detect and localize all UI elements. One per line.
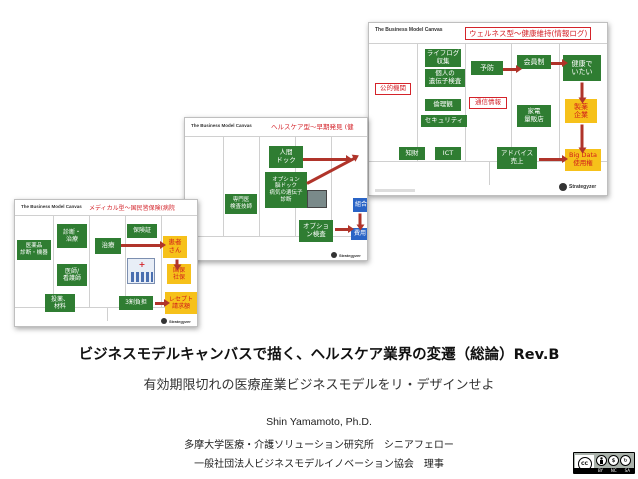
cc-icon-block: cc [575,455,594,472]
box-personal-data: 個人の 遺伝子検査 [425,69,465,87]
canvas-healthcare: The Business Model Canvas ヘルスケア型〜早期発見 (健… [184,117,368,261]
grid-line [223,136,224,236]
logo-text: Strategyzer [569,184,597,190]
box-cost: 費用 [351,228,367,240]
cc-label-sa: SA [624,468,630,473]
author-affiliation-2: 一般社団法人ビジネスモデルイノベーション協会 理事 [194,459,444,470]
box-ethics: 倫理観 [425,99,461,111]
flow-arrow [580,124,584,149]
grid-line [369,43,607,44]
canvas-footer [375,189,415,192]
box-membership: 会員制 [517,55,551,69]
strategyzer-logo: Strategyzer [161,318,191,324]
grid-line [15,307,197,308]
canvas-medical: The Business Model Canvas メディカル型〜国民皆保険(病… [14,199,198,327]
grid-line [417,43,418,161]
box-comm-info: 通信情報 [469,97,507,109]
box-ict: ICT [435,147,461,160]
canvas-tag: メディカル型〜国民皆保険(病院 [89,203,175,212]
box-security: セキュリティ [421,115,467,127]
box-pharma: 製薬 企業 [565,99,597,123]
box-public-org: 公的機関 [375,83,411,95]
flow-arrow [580,82,584,99]
canvas-wellness: The Business Model Canvas ウェルネス型〜健康維持(情報… [368,22,608,196]
strategyzer-icon [331,252,337,258]
grid-line [89,215,90,307]
grid-line [511,43,512,161]
grid-line [53,215,54,307]
logo-text: Strategyzer [169,318,191,324]
cc-label-nc: NC [610,468,617,473]
flow-arrow [539,155,568,163]
share-alike-icon: ↻ [620,455,631,466]
box-receipt: レセプト 請求額 [165,292,197,314]
box-specialist: 専門医 検査技師 [225,194,257,214]
grid-line [489,161,490,185]
box-home-store: 家電 量販店 [517,105,551,127]
cc-license-badge: cc $ ↻ BY NC SA [573,452,635,474]
box-ip: 知財 [399,147,425,160]
logo-text: Strategyzer [339,252,361,258]
cc-label-by: BY [597,468,603,473]
grid-line [15,215,197,216]
strategyzer-icon [559,183,567,191]
slide-title: ビジネスモデルキャンバスで描く、ヘルスケア業界の変遷（総論）Rev.B [78,347,560,363]
strategyzer-logo: Strategyzer [559,183,596,191]
flow-arrow [551,59,568,67]
slide-subtitle: 有効期限切れの医療産業ビジネスモデルをリ・デザインせよ [143,378,495,393]
box-option-dock: オプション 脳ドック 病気の遺伝子 診断 [265,172,307,208]
canvas-tag: ウェルネス型〜健康維持(情報ログ) [465,27,592,40]
grid-line [331,136,332,236]
box-healthy: 健康で いたい [563,55,601,81]
box-diagnosis: 診断・ 治療 [57,224,87,248]
strategyzer-logo: Strategyzer [331,252,361,258]
grid-line [259,136,260,236]
box-treatment: 治療 [95,238,121,254]
hospital-icon: + [127,258,155,284]
canvas-heading: The Business Model Canvas [191,123,252,128]
grid-line [161,215,162,307]
author-name: Shin Yamamoto, Ph.D. [266,416,372,428]
box-patient: 患者 さん [163,236,187,258]
box-insurance: 保険証 [127,224,157,238]
box-doctor: 医師/ 看護師 [57,264,87,286]
grid-line [559,43,560,161]
grid-line [185,236,367,237]
flow-arrow [121,241,166,249]
canvas-heading: The Business Model Canvas [21,204,82,209]
strategyzer-icon [161,318,167,324]
grid-line [107,307,108,321]
grid-line [369,161,607,162]
canvas-heading: The Business Model Canvas [375,27,443,33]
box-lifelog: ライフログ 収集 [425,49,461,67]
box-option-check: オプショ ン検査 [299,220,333,242]
flow-arrow [175,259,179,266]
box-hospital: 医薬品 診断・機器 [17,240,51,260]
cc-label-strip: BY NC SA [574,468,634,473]
box-union: 組合 [353,198,367,212]
box-copay: 3割負担 [119,296,153,310]
box-prevention: 予防 [471,61,503,75]
grid-line [125,215,126,307]
author-affiliation-1: 多摩大学医療・介護ソリューション研究所 シニアフェロー [184,440,454,451]
flow-arrow [303,155,352,163]
person-icon [596,455,607,466]
grid-line [465,43,466,161]
box-advice: アドバイス 売上 [497,147,537,169]
box-human-dock: 人間 ドック [269,146,303,168]
photo-thumbnail [307,190,327,208]
flow-arrow [155,299,170,307]
box-big-data: Big Data 使用権 [565,149,601,171]
canvas-tag: ヘルスケア型〜早期発見 (健 [271,121,354,131]
flow-arrow [335,225,354,233]
grid-line [185,136,367,137]
flow-arrow [358,213,362,226]
non-commercial-icon: $ [608,455,619,466]
flow-arrow [503,65,522,73]
box-drugs: 投薬、 材料 [45,294,75,312]
